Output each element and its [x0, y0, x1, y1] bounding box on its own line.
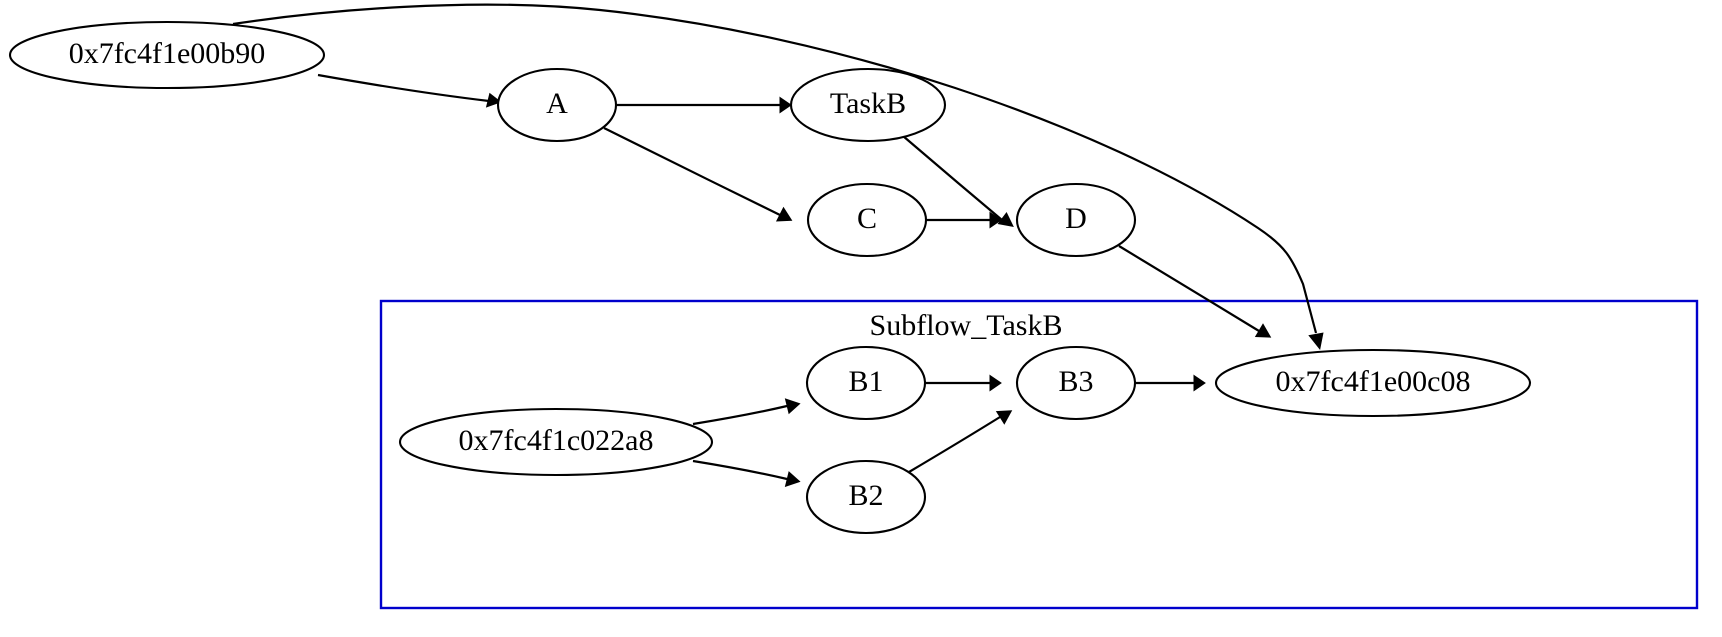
edge-d-to-end[interactable] [1118, 245, 1272, 338]
edge-b3-to-end[interactable] [1136, 374, 1206, 392]
node-subroot-ellipse [398, 407, 714, 477]
node-subroot[interactable]: 0x7fc4f1c022a8 [398, 407, 714, 477]
node-c[interactable]: C [806, 182, 928, 258]
node-root-ellipse [8, 20, 326, 90]
edge-d-to-end-line [1118, 245, 1260, 332]
edge-root-to-end-arrowhead [1308, 332, 1324, 350]
edge-taskb-to-d[interactable] [902, 135, 1014, 227]
node-b1-ellipse [805, 345, 927, 421]
edge-a-to-c[interactable] [603, 127, 793, 222]
node-end[interactable]: 0x7fc4f1e00c08 [1214, 348, 1532, 418]
cluster-label: Subflow_TaskB [870, 309, 1063, 342]
edge-root-to-a[interactable] [317, 73, 502, 108]
node-end-ellipse [1214, 348, 1532, 418]
edge-subroot-to-b1-arrowhead [784, 398, 801, 415]
edge-a-to-c-line [603, 127, 781, 216]
edge-c-to-d[interactable] [927, 211, 1002, 229]
node-a[interactable]: A [496, 67, 618, 143]
edge-a-to-c-arrowhead [775, 206, 793, 222]
edge-b1-to-b3[interactable] [926, 374, 1002, 392]
node-b2-ellipse [805, 459, 927, 535]
edge-root-to-end-line [232, 3, 1318, 334]
edge-b1-to-b3-arrowhead [989, 374, 1002, 392]
edge-subroot-to-b2-line [692, 459, 788, 481]
edge-b2-to-b3[interactable] [908, 410, 1013, 473]
edge-c-to-d-arrowhead [989, 211, 1002, 229]
node-d[interactable]: D [1015, 182, 1137, 258]
edge-subroot-to-b1-line [692, 404, 788, 426]
edge-root-to-end[interactable] [232, 3, 1324, 350]
edge-b3-to-end-arrowhead [1193, 374, 1206, 392]
node-b2[interactable]: B2 [805, 459, 927, 535]
edge-root-to-a-arrowhead [485, 92, 502, 108]
cluster-subflow-taskb[interactable]: Subflow_TaskB [379, 299, 1699, 610]
node-a-ellipse [496, 67, 618, 143]
node-taskb-ellipse [789, 67, 947, 143]
node-b3[interactable]: B3 [1015, 345, 1137, 421]
node-b3-ellipse [1015, 345, 1137, 421]
edge-taskb-to-d-line [902, 135, 1003, 221]
cluster-border-rect [379, 299, 1699, 610]
edge-subroot-to-b2[interactable] [692, 459, 801, 488]
edge-a-to-taskb[interactable] [617, 96, 792, 114]
edge-root-to-a-line [317, 73, 490, 103]
edge-subroot-to-b1[interactable] [692, 398, 801, 426]
edge-subroot-to-b2-arrowhead [784, 471, 801, 488]
edge-b2-to-b3-arrowhead [995, 410, 1013, 425]
node-taskb[interactable]: TaskB [789, 67, 947, 143]
edge-d-to-end-arrowhead [1254, 323, 1272, 338]
node-d-ellipse [1015, 182, 1137, 258]
edge-taskb-to-d-arrowhead [997, 212, 1014, 227]
edge-a-to-taskb-arrowhead [779, 96, 792, 114]
edge-b2-to-b3-line [908, 416, 1001, 473]
node-b1[interactable]: B1 [805, 345, 927, 421]
node-root[interactable]: 0x7fc4f1e00b90 [8, 20, 326, 90]
node-c-ellipse [806, 182, 928, 258]
